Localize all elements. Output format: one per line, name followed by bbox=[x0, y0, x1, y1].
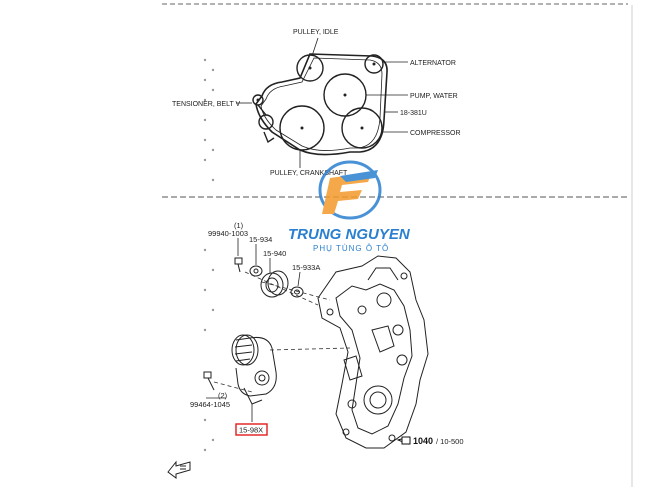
idle-pulley bbox=[296, 54, 324, 82]
bolt-99940-1003 bbox=[234, 257, 243, 273]
logo-ring bbox=[318, 160, 382, 220]
watermark-logo bbox=[318, 160, 382, 220]
small-parts bbox=[203, 257, 304, 405]
front-arrow-icon bbox=[167, 460, 191, 479]
label-pump-water: PUMP, WATER bbox=[410, 93, 458, 100]
reference-sub[interactable]: / 10-500 bbox=[436, 437, 464, 446]
label-tensioner-belt: TENSIONER, BELT V bbox=[172, 101, 241, 108]
label-part-15-98x[interactable]: 15-98X bbox=[239, 426, 263, 435]
compressor-pulley bbox=[341, 107, 383, 149]
reference-main[interactable]: 1040 bbox=[413, 436, 433, 446]
label-qty-1: (1) bbox=[234, 221, 244, 230]
label-pulley-crankshaft: PULLEY, CRANKSHAFT bbox=[270, 170, 348, 177]
v-belt bbox=[255, 53, 388, 156]
bottom-leader-lines bbox=[206, 238, 301, 422]
label-part-99464-1045: 99464-1045 bbox=[190, 400, 230, 409]
label-part-99940-1003: 99940-1003 bbox=[208, 229, 248, 238]
tensioner-body bbox=[258, 114, 274, 130]
label-part-15-933a: 15-933A bbox=[292, 263, 320, 272]
belt-layout-diagram bbox=[252, 53, 388, 156]
label-pulley-idle: PULLEY, IDLE bbox=[293, 29, 339, 36]
alternator-pulley bbox=[364, 54, 384, 74]
left-dot-column bbox=[203, 58, 215, 452]
highlight-box-15-98x bbox=[235, 423, 268, 436]
tensioner-assembly bbox=[231, 334, 277, 405]
label-part-15-934: 15-934 bbox=[249, 235, 272, 244]
part-15-934 bbox=[249, 265, 263, 277]
top-leader-lines bbox=[236, 37, 408, 168]
watermark-tagline: PHỤ TÙNG Ô TÔ bbox=[313, 244, 389, 253]
label-qty-2: (2) bbox=[218, 391, 228, 400]
engine-front-cover bbox=[317, 255, 429, 449]
crankshaft-pulley bbox=[279, 105, 325, 151]
part-15-933a bbox=[290, 286, 304, 298]
logo-f-mark bbox=[322, 172, 372, 214]
label-part-15-940: 15-940 bbox=[263, 249, 286, 258]
label-belt-part: 18-381U bbox=[400, 110, 427, 117]
label-alternator: ALTERNATOR bbox=[410, 60, 456, 67]
label-compressor: COMPRESSOR bbox=[410, 130, 461, 137]
watermark-brand: TRUNG NGUYEN bbox=[288, 226, 411, 243]
pulley-centers bbox=[256, 62, 376, 130]
bolt-99464-1045 bbox=[203, 371, 215, 391]
